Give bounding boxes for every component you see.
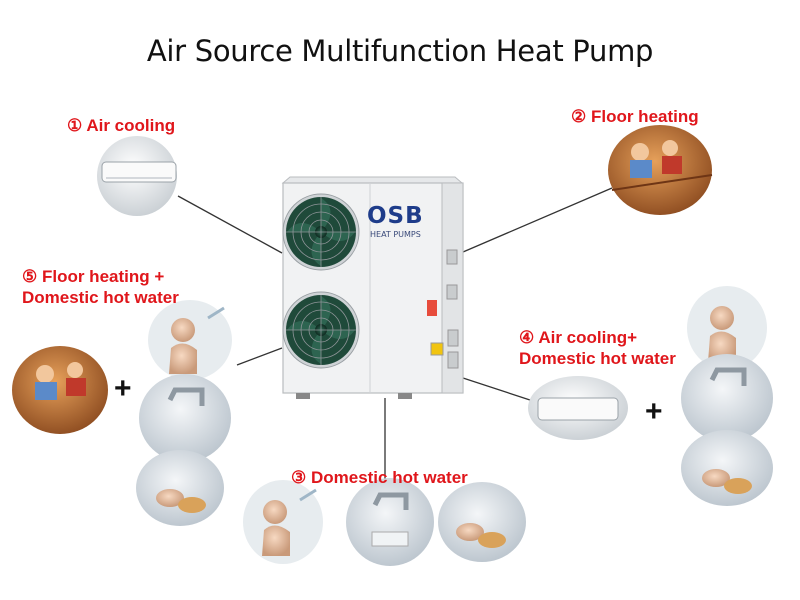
label-air-cooling: ① Air cooling [67,116,176,135]
plus-sign-air-cooling: + [645,395,663,428]
image-air-cooling-4 [528,376,628,440]
label-floor-heating-hot-water: ⑤ Floor heating + Domestic hot water [22,266,179,308]
connector-lines [177,187,613,488]
image-hot-water-hands-4 [681,430,773,506]
image-hot-water-faucet [346,478,434,566]
brand-subtitle: HEAT PUMPS [370,230,421,239]
image-floor-heating [608,125,713,215]
unit-fittings [427,249,459,369]
connector-air-cooling [177,195,283,254]
image-hot-water-shower-4 [687,286,767,370]
image-hot-water-hands-5 [136,450,224,526]
image-floor-heating-5 [12,346,108,434]
connector-floor-heating [462,187,613,253]
label-line-1: ⑤ Floor heating + [22,267,165,286]
brand-logo: OSB [367,203,424,229]
lower-fan [282,291,360,369]
unit-top [281,176,464,184]
image-hot-water-shower [243,480,323,564]
diagram-title: Air Source Multifunction Heat Pump [146,34,654,68]
plus-sign-floor-heating: + [114,372,132,405]
image-hot-water-hands [438,482,526,562]
connector-air-cooling-hot-water [462,377,534,402]
image-hot-water-faucet-5 [139,374,231,462]
label-floor-heating: ② Floor heating [571,107,699,126]
label-line-2: Domestic hot water [22,288,179,307]
label-line-1: ④ Air cooling+ [519,328,638,347]
label-domestic-hot-water: ③ Domestic hot water [291,468,468,487]
label-line-2: Domestic hot water [519,349,676,368]
image-hot-water-shower-5 [148,300,232,380]
image-air-cooling [97,136,177,216]
label-air-cooling-hot-water: ④ Air cooling+ Domestic hot water [519,327,676,369]
heat-pump-unit [281,176,464,399]
upper-fan [282,193,360,271]
image-hot-water-faucet-4 [681,354,773,442]
connector-floor-heating-hot-water [236,347,283,366]
